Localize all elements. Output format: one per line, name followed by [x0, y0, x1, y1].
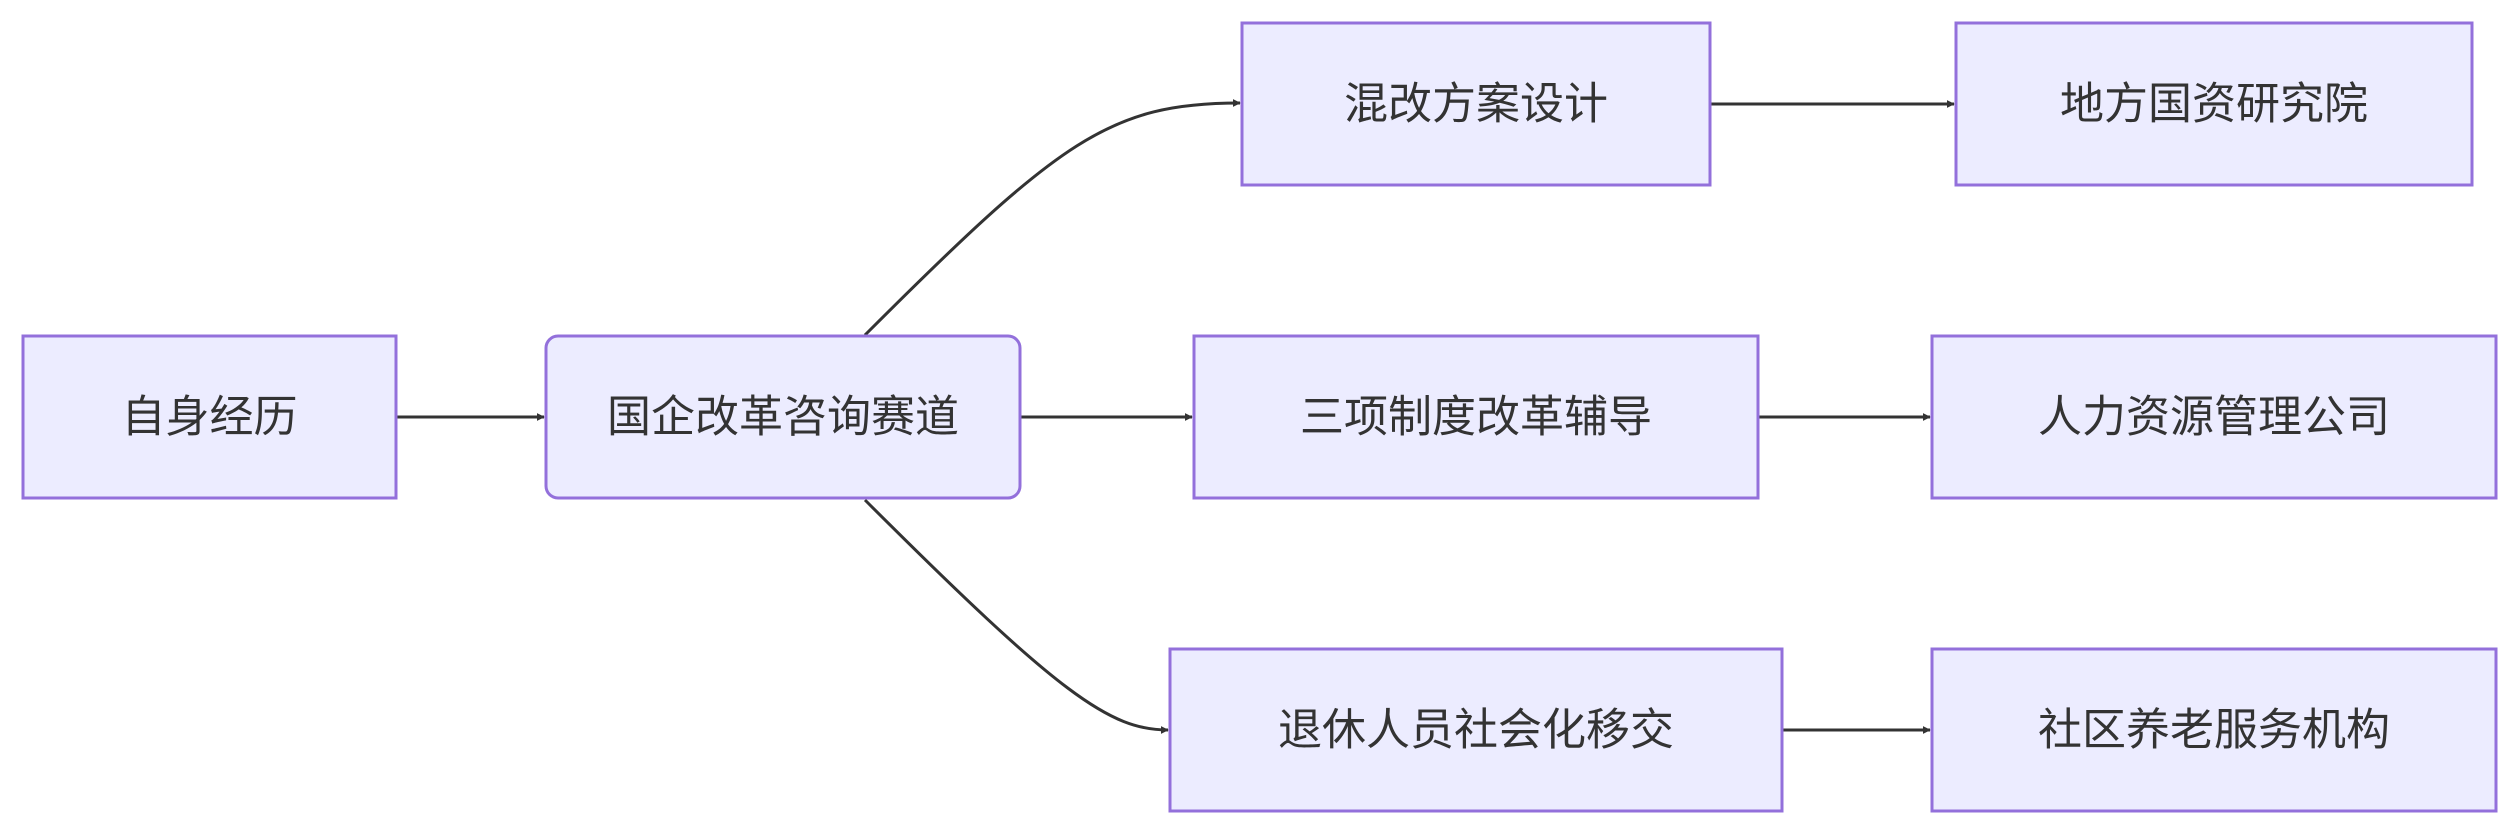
node-label: 人力资源管理公司 [2038, 392, 2390, 443]
edges [397, 99, 1955, 734]
node-community-elderly-care: 社区养老服务机构 [1930, 647, 2498, 813]
edge-track-to-mixed-reform [863, 99, 1241, 337]
node-label: 退休人员社会化移交 [1278, 705, 1674, 756]
edge-track-to-retiree-transfer [863, 498, 1169, 734]
node-self-experience: 自身经历 [21, 334, 398, 500]
node-label: 混改方案设计 [1344, 79, 1608, 130]
node-label: 社区养老服务机构 [2038, 705, 2390, 756]
node-box [1240, 21, 1712, 187]
node-soe-reform-track: 国企改革咨询赛道 [544, 334, 1022, 500]
node-box [1930, 647, 2498, 813]
node-label: 国企改革咨询赛道 [607, 392, 959, 443]
node-label: 三项制度改革辅导 [1300, 392, 1652, 443]
node-label: 地方国资研究院 [2060, 79, 2368, 130]
node-label: 自身经历 [122, 392, 298, 443]
node-three-systems-reform: 三项制度改革辅导 [1192, 334, 1760, 500]
node-box [21, 334, 398, 500]
node-box [1954, 21, 2474, 187]
node-box [1192, 334, 1760, 500]
node-retiree-transfer: 退休人员社会化移交 [1168, 647, 1784, 813]
node-hr-management-company: 人力资源管理公司 [1930, 334, 2498, 500]
node-box [544, 334, 1022, 500]
node-mixed-reform-design: 混改方案设计 [1240, 21, 1712, 187]
node-box [1930, 334, 2498, 500]
node-box [1168, 647, 1784, 813]
node-local-soe-institute: 地方国资研究院 [1954, 21, 2474, 187]
